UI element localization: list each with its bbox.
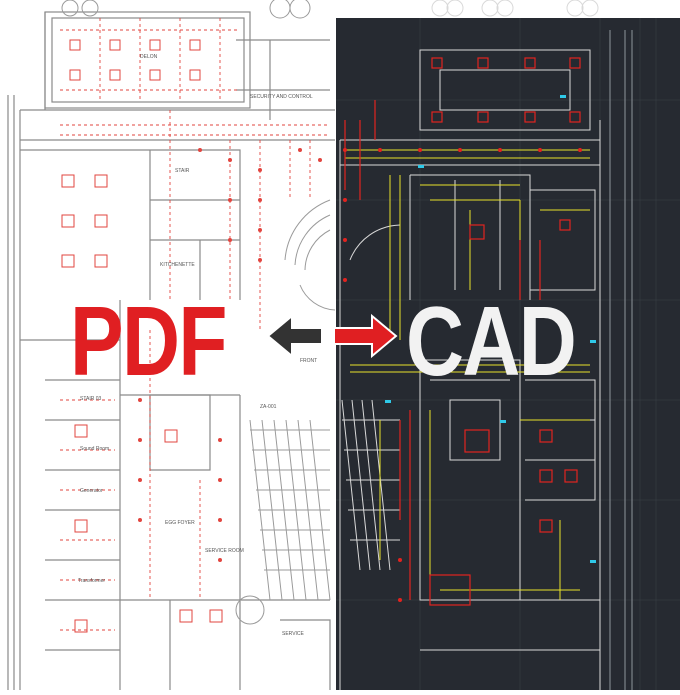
room-label: ZA-001 [260,404,277,410]
room-label: STAIR 03 [80,396,102,402]
room-label: SERVICE [282,631,305,637]
room-label: SECURITY AND CONTROL [250,94,313,100]
room-label: FRONT [300,358,317,364]
cad-floor-plan [336,0,680,690]
room-label: EGG FOYER [165,520,195,526]
cad-label: CAD [406,286,577,396]
pdf-label: PDF [70,286,227,396]
room-label: Generator [80,488,103,494]
room-label: KITCHENETTE [160,262,195,268]
room-label: Sound Room [80,446,109,452]
conversion-arrows [266,313,398,359]
arrow-right-icon [333,313,398,359]
room-label: DELON [140,54,158,60]
arrow-left-icon [266,313,323,359]
room-label: SERVICE ROOM [205,548,244,554]
room-label: Transformer [78,578,105,584]
room-label: STAIR [175,168,190,174]
